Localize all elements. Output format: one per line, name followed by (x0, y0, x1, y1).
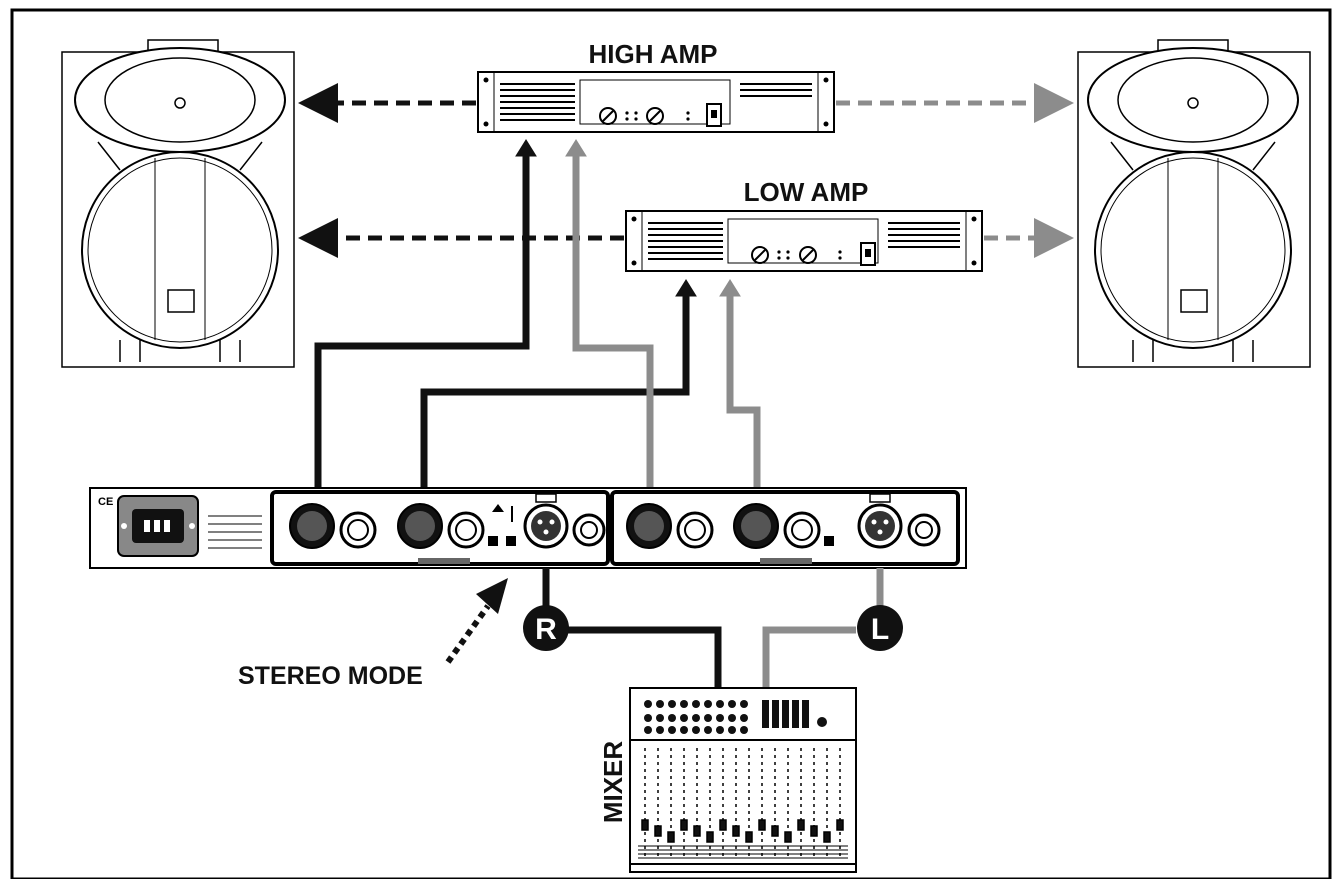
high-amp (477, 71, 835, 133)
stereo-mode-pointer (445, 578, 508, 664)
high-amp-label: HIGH AMP (588, 39, 717, 69)
right-channel-badge: R (523, 605, 569, 651)
right-cable-to-high-amp (314, 152, 530, 488)
mixer-input-cables (542, 568, 884, 688)
left-cable-to-high-amp (572, 152, 654, 488)
svg-text:R: R (535, 613, 557, 646)
mixer (629, 687, 857, 873)
diagram-border (10, 8, 1332, 879)
left-speaker (61, 39, 295, 368)
svg-text:L: L (871, 613, 889, 646)
right-cable-to-low-amp (420, 292, 690, 488)
low-amp (625, 210, 983, 272)
left-channel-badge: L (857, 605, 903, 651)
crossover-connectors (289, 493, 941, 549)
svg-text:CE: CE (98, 496, 113, 508)
right-speaker (1077, 39, 1311, 368)
low-amp-label: LOW AMP (744, 177, 869, 207)
amp-input-cables (314, 139, 761, 488)
stereo-mode-label: STEREO MODE (238, 662, 423, 690)
mixer-label: MIXER (598, 741, 628, 824)
left-cable-to-low-amp (726, 292, 761, 488)
